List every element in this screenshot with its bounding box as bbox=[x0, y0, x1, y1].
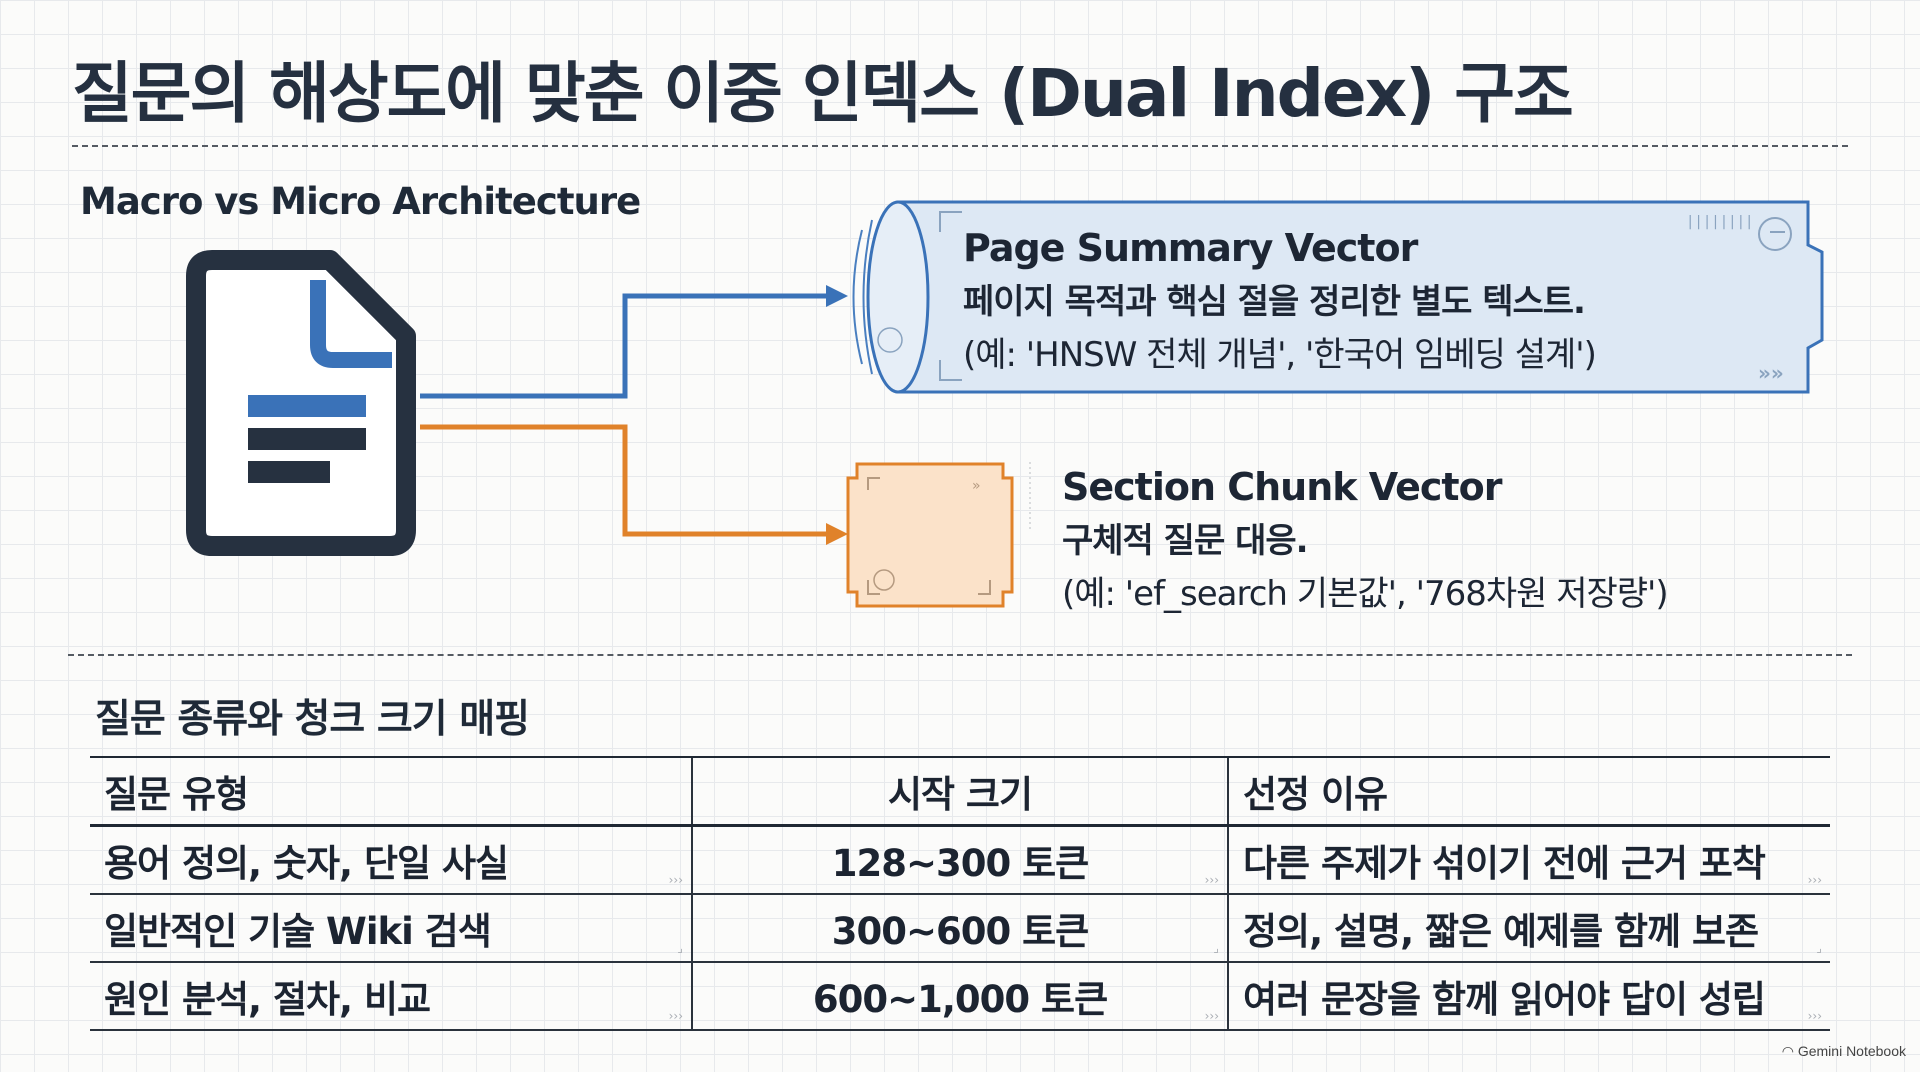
cell-start-size: 300~600 토큰 bbox=[831, 910, 1089, 953]
cell-start-size: 600~1,000 토큰 bbox=[812, 978, 1108, 1021]
svg-text:||||||||: |||||||| bbox=[1686, 214, 1753, 230]
cell-question-type: 원인 분석, 절차, 비교 bbox=[104, 978, 431, 1021]
page-summary-text: Page Summary Vector 페이지 목적과 핵심 절을 정리한 별도… bbox=[963, 226, 1597, 376]
micro-connector bbox=[420, 424, 833, 537]
header-reason: 선정 이유 bbox=[1227, 756, 1830, 827]
section-chunk-text: Section Chunk Vector 구체적 질문 대응. (예: 'ef_… bbox=[1062, 465, 1669, 615]
micro-arrowhead bbox=[826, 523, 848, 545]
watermark: ◠ Gemini Notebook bbox=[1782, 1043, 1906, 1060]
section-chunk-title: Section Chunk Vector bbox=[1062, 465, 1502, 509]
header-start-size: 시작 크기 bbox=[691, 756, 1228, 827]
cell-start-size: 128~300 토큰 bbox=[831, 842, 1089, 885]
chunk-size-table: 질문 유형 시작 크기 선정 이유 용어 정의, 숫자, 단일 사실››› 12… bbox=[90, 756, 1830, 1031]
section-chunk-box: » bbox=[846, 462, 1031, 608]
section-chunk-desc: 구체적 질문 대응. bbox=[1062, 521, 1309, 561]
cell-question-type: 일반적인 기술 Wiki 검색 bbox=[104, 910, 492, 953]
document-icon bbox=[186, 250, 416, 556]
table-row: 일반적인 기술 Wiki 검색⌟ 300~600 토큰⌟ 정의, 설명, 짧은 … bbox=[90, 894, 1830, 963]
table-row: 용어 정의, 숫자, 단일 사실››› 128~300 토큰››› 다른 주제가… bbox=[90, 825, 1830, 895]
svg-text:»: » bbox=[972, 478, 981, 494]
divider-top bbox=[72, 145, 1848, 147]
svg-text:»»: »» bbox=[1758, 361, 1784, 385]
header-question-type: 질문 유형 bbox=[90, 756, 692, 827]
page-summary-example: (예: 'HNSW 전체 개념', '한국어 임베딩 설계') bbox=[963, 335, 1597, 375]
cell-reason: 여러 문장을 함께 읽어야 답이 성립 bbox=[1243, 978, 1766, 1021]
divider-middle bbox=[68, 654, 1852, 656]
section-chunk-example: (예: 'ef_search 기본값', '768차원 저장량') bbox=[1062, 574, 1669, 614]
mapping-title: 질문 종류와 청크 크기 매핑 bbox=[95, 697, 530, 742]
watermark-text: Gemini Notebook bbox=[1797, 1043, 1906, 1059]
page-title: 질문의 해상도에 맞춘 이중 인덱스 (Dual Index) 구조 bbox=[72, 55, 1574, 132]
cell-question-type: 용어 정의, 숫자, 단일 사실 bbox=[104, 842, 509, 885]
page-summary-title: Page Summary Vector bbox=[963, 226, 1418, 270]
cell-reason: 다른 주제가 섞이기 전에 근거 포착 bbox=[1243, 842, 1766, 885]
page-summary-box: |||||||| »» bbox=[852, 200, 1824, 394]
macro-connector bbox=[420, 293, 833, 399]
macro-arrowhead bbox=[826, 285, 848, 307]
table-header-row: 질문 유형 시작 크기 선정 이유 bbox=[90, 756, 1830, 827]
table-row: 원인 분석, 절차, 비교››› 600~1,000 토큰››› 여러 문장을 … bbox=[90, 962, 1830, 1031]
section-subtitle: Macro vs Micro Architecture bbox=[80, 180, 641, 223]
gemini-logo-icon: ◠ bbox=[1781, 1043, 1794, 1059]
page-summary-desc: 페이지 목적과 핵심 절을 정리한 별도 텍스트. bbox=[963, 282, 1586, 322]
cell-reason: 정의, 설명, 짧은 예제를 함께 보존 bbox=[1243, 910, 1759, 953]
